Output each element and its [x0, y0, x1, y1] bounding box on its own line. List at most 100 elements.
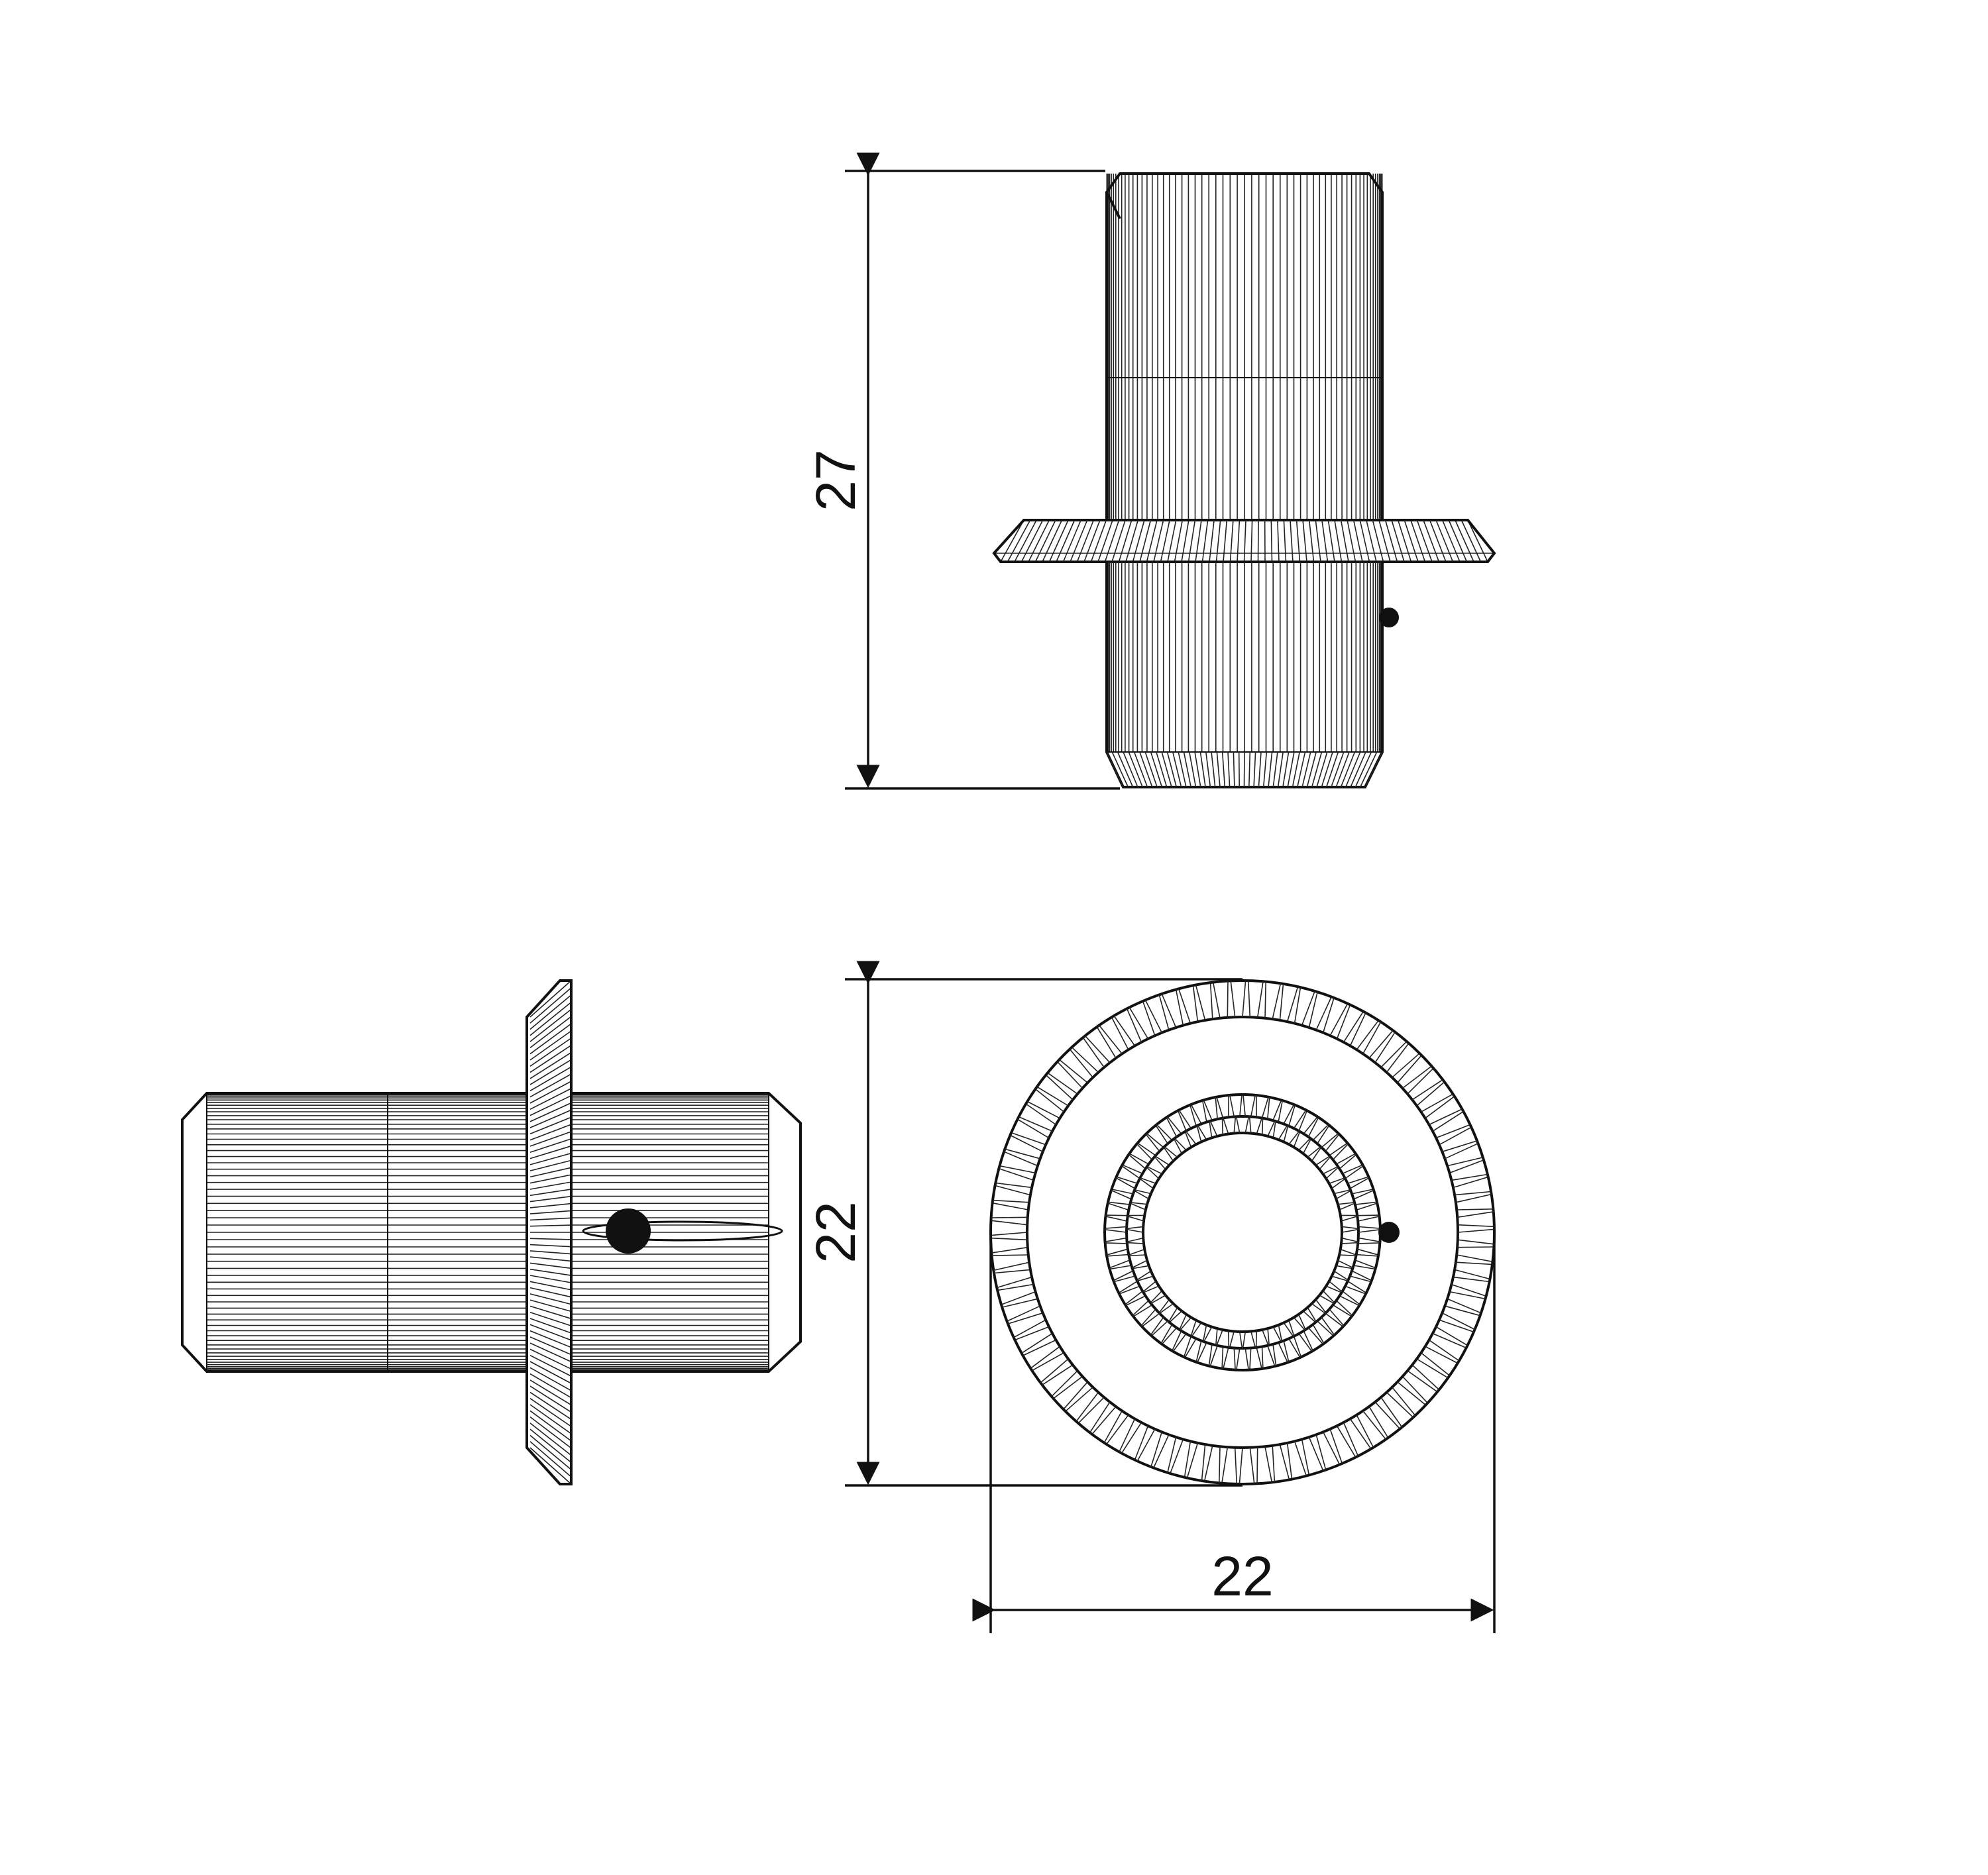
- hatch-line: [1315, 519, 1321, 562]
- hatch-line: [1442, 1140, 1478, 1153]
- hatch-line: [1216, 1097, 1224, 1118]
- hatch-line: [1356, 1020, 1379, 1050]
- hatch-line: [1298, 1314, 1306, 1330]
- outer-ring-hatch: [990, 980, 1495, 1485]
- hatch-line: [1070, 519, 1088, 562]
- hatch-line: [529, 1330, 572, 1348]
- hatch-line: [1325, 1312, 1344, 1327]
- hatch-line: [1315, 1299, 1327, 1313]
- hatch-line: [1347, 1281, 1367, 1294]
- hatch-line: [1203, 1445, 1213, 1481]
- hatch-line: [1384, 519, 1398, 562]
- hatch-line: [1380, 1397, 1403, 1428]
- hatch-line: [1111, 1189, 1134, 1195]
- hatch-line: [1235, 1116, 1241, 1134]
- hatch-line: [1007, 1312, 1043, 1324]
- hatch-line: [529, 1045, 572, 1073]
- hatch-line: [1192, 985, 1199, 1022]
- hatch-line: [1331, 1275, 1349, 1282]
- hatch-line: [1167, 1436, 1177, 1473]
- hatch-line: [1350, 751, 1366, 788]
- hatch-line: [529, 1404, 572, 1434]
- hatch-line: [1349, 1275, 1372, 1283]
- hatch-line: [1267, 1328, 1270, 1346]
- hatch-line: [1321, 519, 1329, 562]
- hatch-line: [1359, 519, 1370, 562]
- hatch-line: [1180, 1316, 1192, 1331]
- hatch-line: [529, 1109, 572, 1128]
- hatch-line: [1209, 519, 1215, 562]
- hatch-line: [1301, 1439, 1310, 1475]
- hatch-line: [1416, 1358, 1449, 1379]
- hatch-line: [1150, 751, 1163, 788]
- hatch-line: [529, 1081, 572, 1104]
- hatch-line: [1132, 1259, 1148, 1269]
- hatch-line: [1423, 519, 1440, 562]
- hatch-line: [1340, 751, 1356, 788]
- hatch-line: [1453, 1176, 1488, 1189]
- hatch-line: [1272, 1121, 1276, 1138]
- hatch-line: [1034, 1089, 1065, 1112]
- hatch-line: [1322, 1290, 1335, 1303]
- hatch-line: [1108, 1201, 1131, 1205]
- hatch-line: [529, 1428, 572, 1464]
- hatch-line: [1421, 1093, 1453, 1112]
- hatch-line: [1272, 751, 1278, 788]
- hatch-line: [1461, 519, 1482, 562]
- hatch-line: [1154, 1156, 1166, 1170]
- hatch-line: [1109, 1265, 1132, 1270]
- hatch-line: [1397, 1381, 1427, 1406]
- hatch-line: [1053, 1375, 1083, 1399]
- hatch-line: [1357, 1214, 1380, 1216]
- hatch-line: [529, 1008, 572, 1042]
- hatch-line: [1267, 1097, 1270, 1120]
- hatch-line: [1007, 1305, 1040, 1322]
- hatch-line: [1143, 1285, 1160, 1293]
- hatch-line: [1126, 1228, 1144, 1233]
- hatch-line: [1015, 1326, 1050, 1341]
- hatch-line: [1278, 1125, 1288, 1140]
- hatch-line: [1190, 1320, 1197, 1337]
- hatch-line: [1128, 1153, 1146, 1169]
- hatch-line: [1136, 1275, 1154, 1282]
- hatch-line: [1272, 1344, 1277, 1366]
- hatch-line: [1175, 989, 1184, 1026]
- hatch-line: [1203, 1100, 1213, 1121]
- hatch-line: [1063, 1381, 1088, 1410]
- hatch-line: [529, 1268, 572, 1276]
- hatch-line: [1179, 1314, 1187, 1330]
- hatch-line: [529, 1244, 572, 1248]
- hatch-line: [529, 1095, 572, 1116]
- hatch-line: [993, 1199, 1030, 1203]
- hatch-line: [1047, 1072, 1078, 1095]
- hatch-line: [1307, 1117, 1319, 1138]
- hatch-line: [1229, 1331, 1235, 1348]
- hatch-line: [1340, 519, 1349, 562]
- hatch-line: [1105, 1216, 1127, 1222]
- hatch-line: [1139, 751, 1153, 788]
- hatch-line: [1107, 1254, 1129, 1257]
- hatch-line: [1219, 1446, 1221, 1483]
- hatch-line: [1435, 1124, 1470, 1139]
- hatch-line: [1002, 1298, 1038, 1308]
- hatch-line: [1057, 1061, 1083, 1089]
- hatch-line: [1339, 1295, 1360, 1307]
- top-upper-cylinder-hatch: [1106, 174, 1383, 520]
- hatch-line: [1325, 1167, 1339, 1179]
- hatch-line: [1392, 1053, 1420, 1078]
- hatch-line: [1257, 519, 1259, 562]
- hatch-line: [1312, 1324, 1325, 1344]
- left-right-body-outline: [571, 1092, 802, 1373]
- hatch-line: [1425, 1346, 1459, 1364]
- hatch-line: [1048, 519, 1069, 562]
- hatch-line: [1325, 1134, 1340, 1152]
- hatch-line: [1221, 1447, 1229, 1483]
- hatch-line: [529, 1318, 572, 1334]
- hatch-line: [1303, 1116, 1318, 1134]
- hatch-line: [1065, 1387, 1093, 1412]
- hatch-line: [1111, 751, 1129, 788]
- hatch-line: [1249, 1447, 1255, 1484]
- hatch-line: [1051, 1370, 1078, 1397]
- hatch-line: [1172, 751, 1182, 788]
- hatch-line: [1321, 1132, 1339, 1148]
